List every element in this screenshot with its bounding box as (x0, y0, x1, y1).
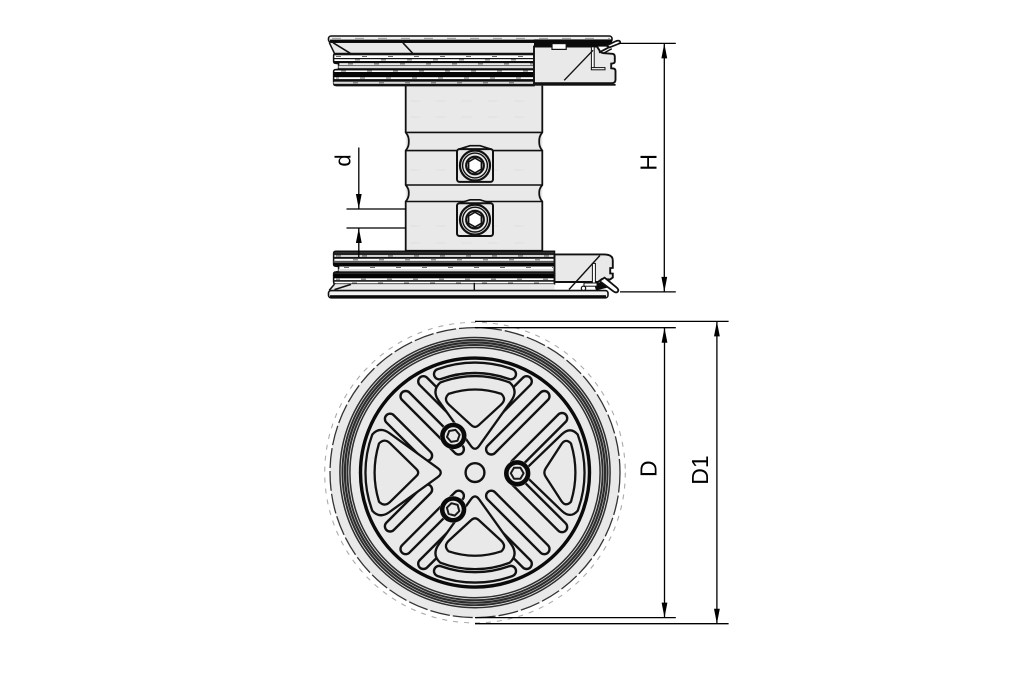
svg-text:d: d (331, 154, 356, 166)
svg-text:D1: D1 (687, 455, 713, 484)
svg-text:D: D (635, 460, 661, 477)
svg-text:H: H (635, 154, 661, 171)
